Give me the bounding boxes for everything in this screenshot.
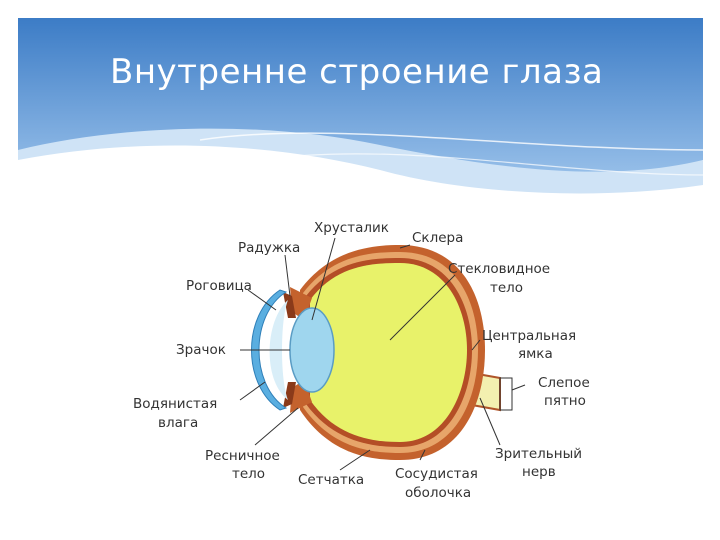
label-choroid-1: Сосудистая [395, 466, 478, 482]
label-sclera: Склера [412, 230, 463, 246]
label-optic-nerve-1: Зрительный [495, 446, 582, 462]
lens [289, 307, 335, 393]
label-fovea-1: Центральная [482, 328, 576, 344]
label-lens: Хрусталик [314, 220, 389, 236]
label-ciliary-2: тело [232, 466, 265, 482]
blind-spot-marker [499, 377, 513, 411]
label-choroid-2: оболочка [405, 485, 471, 501]
label-ciliary-1: Ресничное [205, 448, 280, 464]
slide-title: Внутренне строение глаза [110, 52, 604, 92]
label-pupil: Зрачок [176, 342, 226, 358]
label-aqueous-2: влага [158, 415, 198, 431]
vitreous-body [310, 263, 467, 442]
label-cornea: Роговица [186, 278, 252, 294]
label-vitreous-2: тело [490, 280, 523, 296]
cornea [251, 289, 288, 411]
iris-top [283, 292, 296, 318]
label-optic-nerve-2: нерв [522, 464, 556, 480]
label-vitreous-1: Стекловидное [448, 261, 550, 277]
title-banner [18, 18, 704, 194]
label-fovea-2: ямка [518, 346, 553, 362]
label-retina: Сетчатка [298, 472, 364, 488]
label-blind-spot-1: Слепое [538, 375, 590, 391]
iris-bottom [283, 382, 296, 408]
label-iris: Радужка [238, 240, 300, 256]
label-aqueous-1: Водянистая [133, 396, 217, 412]
label-blind-spot-2: пятно [544, 393, 586, 409]
